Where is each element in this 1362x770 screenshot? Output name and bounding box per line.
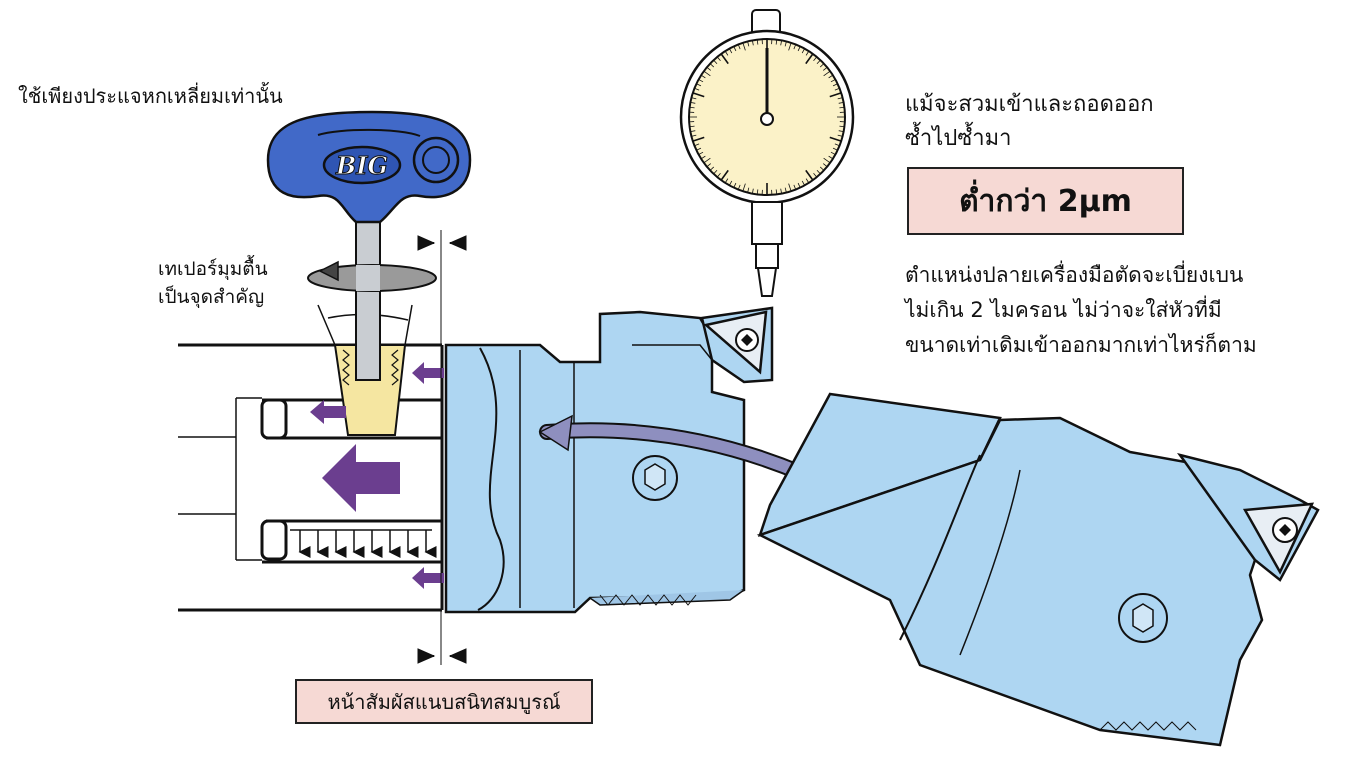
runout-label-line2: ไม่เกิน 2 ไมครอน ไม่ว่าจะใส่หัวที่มี bbox=[905, 293, 1257, 328]
dial-indicator-icon bbox=[681, 10, 853, 296]
repeat-label-line2: ซ้ำไปซ้ำมา bbox=[905, 122, 1154, 156]
contact-face-box: หน้าสัมผัสแนบสนิทสมบูรณ์ bbox=[295, 679, 593, 724]
wrench-handle: BIG bbox=[268, 112, 470, 222]
taper-label: เทเปอร์มุมตื้น เป็นจุดสำคัญ bbox=[158, 255, 268, 311]
holder-body bbox=[178, 345, 442, 610]
wrench-only-label: ใช้เพียงประแจหกเหลี่ยมเท่านั้น bbox=[18, 80, 283, 112]
taper-label-line2: เป็นจุดสำคัญ bbox=[158, 283, 268, 311]
hex-key-shaft bbox=[356, 222, 380, 380]
cutting-head-mounted bbox=[446, 308, 772, 612]
runout-label-line1: ตำแหน่งปลายเครื่องมือตัดจะเบี่ยงเบน bbox=[905, 258, 1257, 293]
accuracy-box: ต่ำกว่า 2μm bbox=[907, 167, 1184, 235]
runout-label-line3: ขนาดเท่าเดิมเข้าออกมากเท่าไหร่ก็ตาม bbox=[905, 328, 1257, 363]
rotation-arrow-icon bbox=[308, 262, 436, 291]
repeat-label: แม้จะสวมเข้าและถอดออก ซ้ำไปซ้ำมา bbox=[905, 88, 1154, 156]
wrench-logo-text: BIG bbox=[335, 151, 388, 180]
cutting-head-removed bbox=[760, 394, 1318, 745]
runout-label: ตำแหน่งปลายเครื่องมือตัดจะเบี่ยงเบน ไม่เ… bbox=[905, 258, 1257, 363]
taper-label-line1: เทเปอร์มุมตื้น bbox=[158, 255, 268, 283]
repeat-label-line1: แม้จะสวมเข้าและถอดออก bbox=[905, 88, 1154, 122]
serration-lines bbox=[290, 530, 432, 552]
